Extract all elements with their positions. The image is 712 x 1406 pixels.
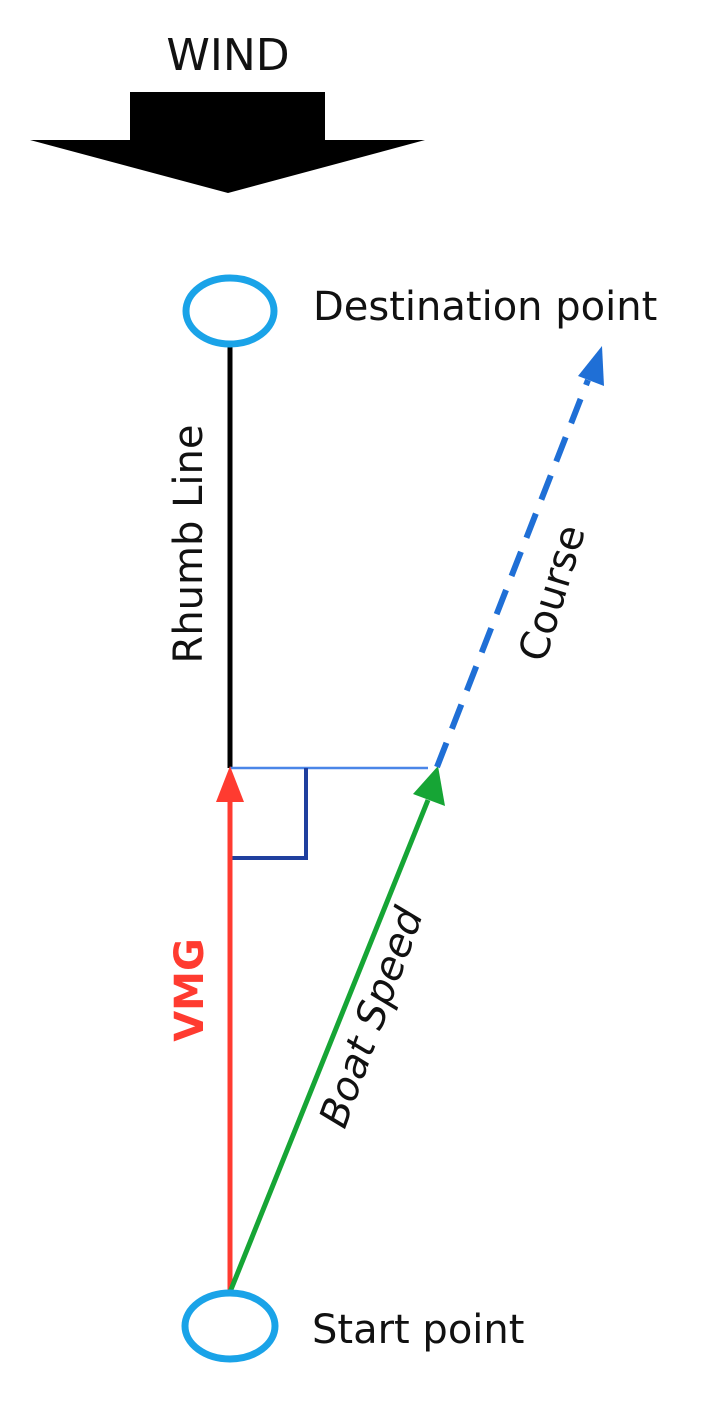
rhumb-line-label: Rhumb Line [166, 425, 212, 664]
wind-arrow-icon [30, 92, 425, 193]
vmg-label: VMG [167, 938, 213, 1042]
course-label: Course [510, 520, 595, 667]
destination-point-marker [182, 274, 278, 348]
boat-speed-arrowhead-icon [413, 766, 445, 806]
vmg-arrowhead-icon [216, 766, 244, 802]
start-point-label: Start point [312, 1307, 524, 1353]
wind-label: WIND [166, 30, 289, 81]
boat-speed-arrow [227, 799, 431, 1293]
start-point-marker [181, 1289, 279, 1363]
right-angle-marker [230, 768, 308, 860]
course-arrowhead-icon [578, 346, 604, 386]
destination-point-label: Destination point [313, 284, 657, 330]
course-line [434, 378, 591, 769]
